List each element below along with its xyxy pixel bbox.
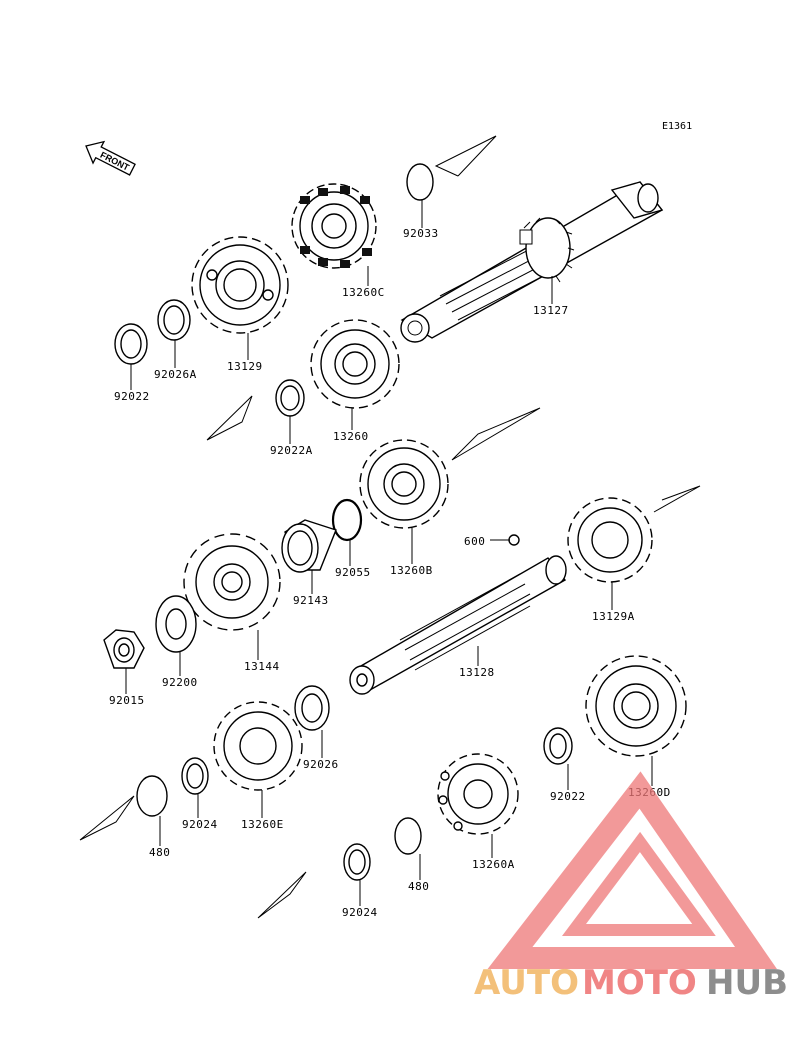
washer-92022A — [275, 379, 305, 417]
label-13129: 13129 — [227, 360, 263, 373]
label-92033: 92033 — [403, 227, 439, 240]
gear-13129 — [191, 236, 289, 334]
label-92026: 92026 — [303, 758, 339, 771]
label-13128: 13128 — [459, 666, 495, 679]
label-92022-lower: 92022 — [550, 790, 586, 803]
front-arrow-icon: FRONT — [85, 140, 136, 176]
circlip-480-right — [394, 817, 422, 855]
gear-13129A — [567, 497, 653, 583]
circlip-480-left — [136, 775, 168, 817]
gear-13260D — [585, 655, 687, 757]
ball-600 — [508, 534, 520, 546]
washer-92024-right — [343, 843, 371, 881]
label-13260A: 13260A — [472, 858, 515, 871]
washer-92026A — [157, 299, 191, 341]
label-92055: 92055 — [335, 566, 371, 579]
label-13144: 13144 — [244, 660, 280, 673]
label-92026A: 92026A — [154, 368, 197, 381]
part-labels: 92033 13260C 13127 13129 92026A 92022 13… — [109, 227, 670, 919]
gear-13260C — [291, 183, 377, 269]
nut-92015 — [103, 629, 145, 669]
washer-92026 — [294, 685, 330, 731]
label-92200: 92200 — [162, 676, 198, 689]
label-13260E: 13260E — [241, 818, 284, 831]
watermark-hub: HUB — [706, 963, 788, 1003]
diagram-code: E1361 — [662, 121, 692, 132]
label-92143: 92143 — [293, 594, 329, 607]
lockwasher-92200 — [155, 595, 197, 653]
label-92022-upper: 92022 — [114, 390, 150, 403]
label-480-right: 480 — [408, 880, 429, 893]
gear-13260E — [213, 701, 303, 791]
label-480-left: 480 — [149, 846, 170, 859]
oring-92055 — [331, 498, 363, 542]
watermark-text: AUTO MOTO HUB — [474, 963, 788, 1003]
gear-13260A — [437, 753, 519, 835]
label-92024-left: 92024 — [182, 818, 218, 831]
label-13129A: 13129A — [592, 610, 635, 623]
label-13260B: 13260B — [390, 564, 433, 577]
washer-92022-upper — [114, 323, 148, 365]
label-600: 600 — [464, 535, 485, 548]
watermark-moto: MOTO — [582, 963, 697, 1003]
watermark-auto: AUTO — [474, 963, 579, 1003]
label-13260: 13260 — [333, 430, 369, 443]
washer-92022-lower — [543, 727, 573, 765]
label-13260C: 13260C — [342, 286, 385, 299]
shaft-13127 — [400, 181, 664, 343]
watermark-logo-icon — [487, 771, 777, 969]
gear-13260 — [310, 319, 400, 409]
label-92024-right: 92024 — [342, 906, 378, 919]
sprocket-13144 — [183, 533, 281, 631]
circlip-92033 — [406, 163, 434, 201]
gear-13260B — [359, 439, 449, 529]
label-13127: 13127 — [533, 304, 569, 317]
label-92022A: 92022A — [270, 444, 313, 457]
label-92015: 92015 — [109, 694, 145, 707]
bushing-92143 — [281, 519, 337, 573]
shaft-13128 — [349, 555, 567, 695]
assembly-lines — [79, 135, 701, 919]
leader-lines — [125, 200, 653, 906]
washer-92024-left — [181, 757, 209, 795]
